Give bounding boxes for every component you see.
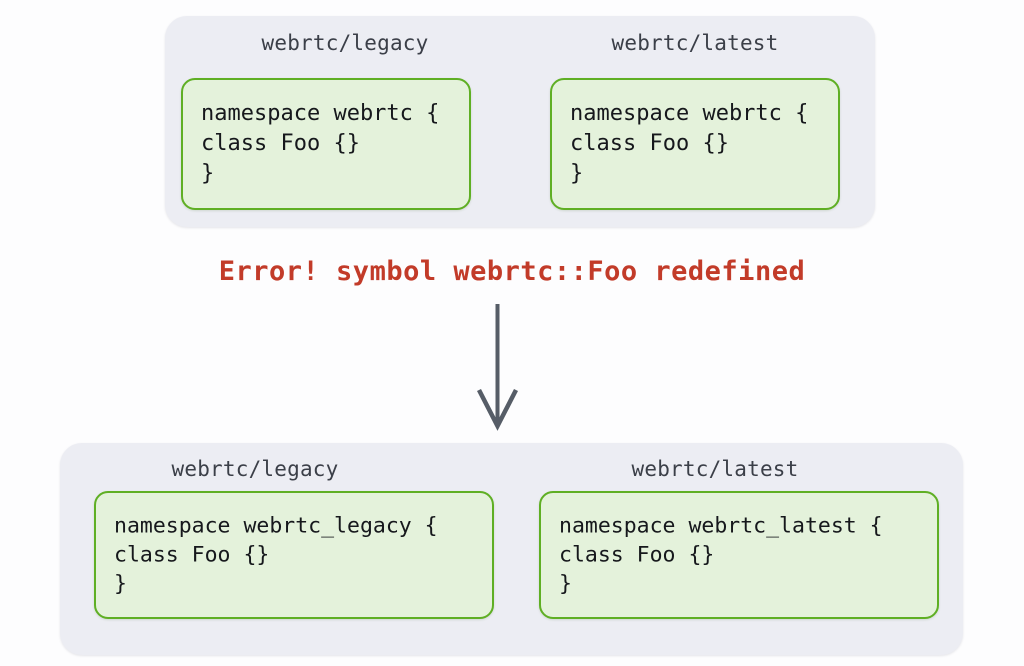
- code-text-legacy-before: namespace webrtc { class Foo {} }: [201, 101, 440, 186]
- module-label-legacy-after: webrtc/legacy: [171, 457, 339, 481]
- down-arrow-icon: [455, 298, 545, 434]
- error-message: Error! symbol webrtc::Foo redefined: [218, 256, 806, 287]
- code-text-latest-before: namespace webrtc { class Foo {} }: [570, 101, 809, 186]
- module-label-legacy-before: webrtc/legacy: [261, 31, 429, 55]
- after-group-panel: webrtc/legacy webrtc/latest namespace we…: [60, 443, 963, 655]
- code-card-latest-after[interactable]: namespace webrtc_latest { class Foo {} }: [539, 491, 939, 619]
- code-card-latest-before[interactable]: namespace webrtc { class Foo {} }: [550, 78, 840, 210]
- code-card-legacy-after[interactable]: namespace webrtc_legacy { class Foo {} }: [94, 491, 494, 619]
- module-label-latest-before: webrtc/latest: [611, 31, 779, 55]
- code-text-legacy-after: namespace webrtc_legacy { class Foo {} }: [114, 513, 438, 597]
- module-label-latest-after: webrtc/latest: [631, 457, 799, 481]
- before-group-panel: webrtc/legacy webrtc/latest namespace we…: [165, 16, 875, 227]
- code-card-legacy-before[interactable]: namespace webrtc { class Foo {} }: [181, 78, 471, 210]
- code-text-latest-after: namespace webrtc_latest { class Foo {} }: [559, 513, 883, 597]
